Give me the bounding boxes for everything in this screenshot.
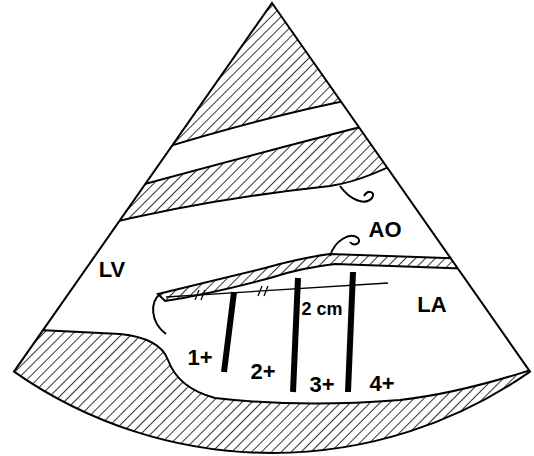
- aortic-valve-leaflet: [330, 236, 359, 256]
- anatomy-label: LA: [417, 294, 446, 316]
- anatomy-label: 2+: [250, 361, 275, 383]
- jet-marker: [293, 278, 298, 392]
- rv-cavity: [130, 98, 380, 188]
- anatomy-label: 4+: [369, 373, 394, 395]
- anatomy-label: 2 cm: [301, 300, 342, 318]
- sector-outline: [14, 3, 530, 453]
- aortic-mitral-wall: [158, 254, 534, 301]
- anatomy-label: 1+: [187, 347, 212, 369]
- anatomy-label: AO: [369, 219, 402, 241]
- jet-marker: [224, 292, 234, 372]
- mitral-leaflet: [153, 294, 166, 334]
- anatomy-label: 3+: [309, 374, 334, 396]
- aortic-valve-leaflet: [340, 186, 373, 202]
- jet-marker: [348, 272, 353, 392]
- anatomy-label: LV: [99, 259, 125, 281]
